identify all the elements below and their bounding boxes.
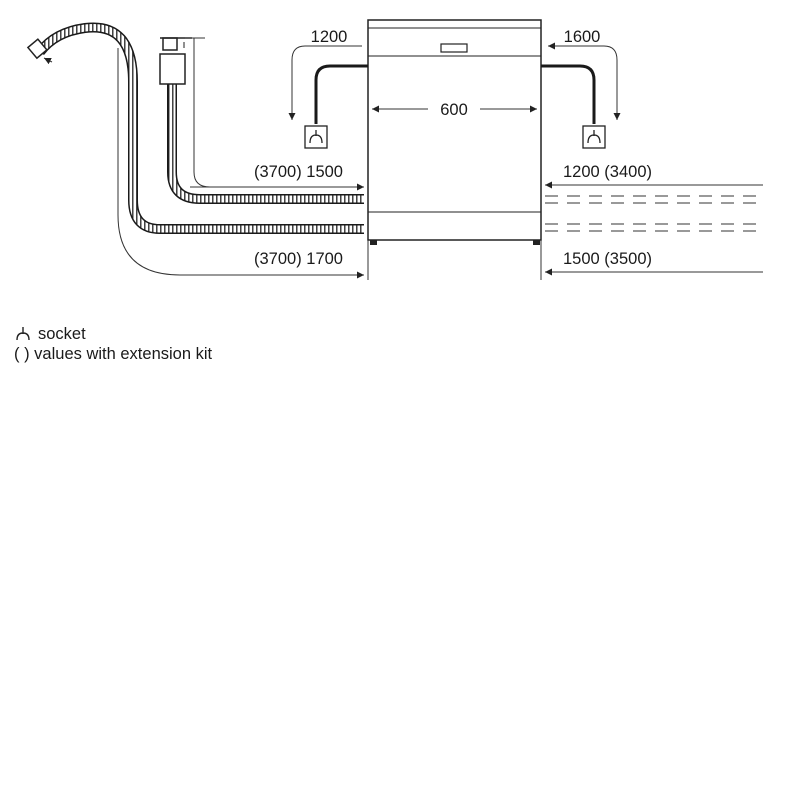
socket-icon: [16, 327, 30, 341]
right-inlet-arrow: [548, 42, 621, 120]
hose-continuation-lines: [545, 195, 763, 232]
legend-socket-row: socket: [14, 324, 212, 344]
left-inlet-arrow: [288, 45, 362, 120]
water-inlet-icon: [159, 37, 364, 204]
drain-reach-line: [117, 48, 364, 276]
power-cable-right: [541, 64, 596, 124]
right-inlet-label: 1600: [564, 28, 601, 46]
socket-icon: [304, 125, 328, 149]
left-inlet-label: 1200: [311, 28, 348, 46]
appliance-width-label: 600: [440, 101, 468, 119]
legend-extension-row: ( ) values with extension kit: [14, 344, 212, 364]
drain-hose-icon: [26, 22, 364, 234]
legend: socket ( ) values with extension kit: [14, 324, 212, 364]
hose-right-lower-label: 1500 (3500): [563, 250, 652, 268]
appliance-icon: [367, 19, 542, 245]
hose-left-upper-label: (3700) 1500: [254, 163, 343, 181]
hose-left-lower-label: (3700) 1700: [254, 250, 343, 268]
legend-extension-label: values with extension kit: [34, 345, 213, 363]
socket-icon: [582, 125, 606, 149]
hose-right-upper-label: 1200 (3400): [563, 163, 652, 181]
legend-paren: ( ): [14, 345, 30, 363]
legend-socket-label: socket: [38, 325, 86, 343]
power-cable-left: [314, 64, 368, 124]
